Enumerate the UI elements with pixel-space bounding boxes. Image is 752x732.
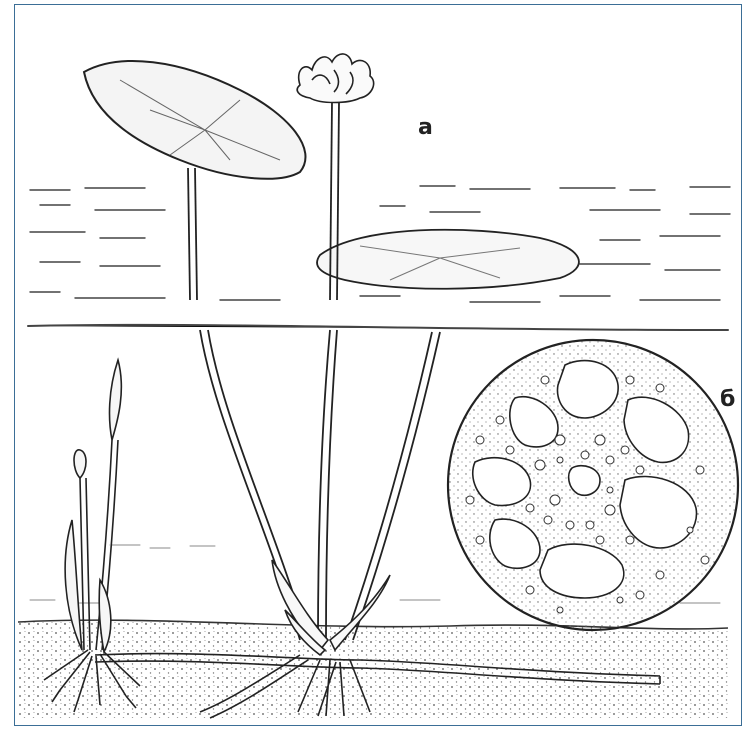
floating-leaf-surface — [317, 230, 579, 289]
stem-cross-section — [448, 340, 738, 630]
label-b: б — [720, 387, 735, 412]
stems — [188, 102, 440, 640]
label-a: а — [418, 115, 433, 140]
water-lily-flower — [297, 54, 373, 103]
young-plant — [65, 360, 121, 652]
floating-leaf-raised — [84, 61, 305, 179]
